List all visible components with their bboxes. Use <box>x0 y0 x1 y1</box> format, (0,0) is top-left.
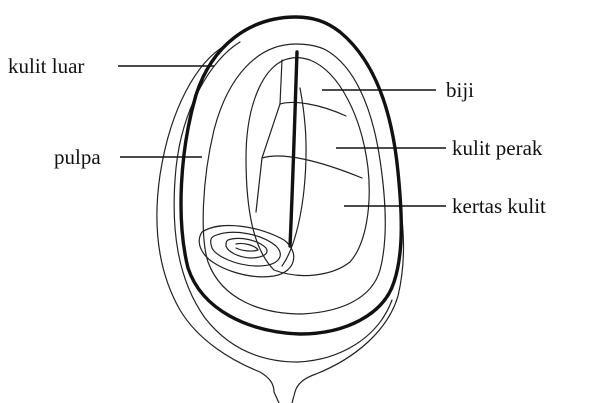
label-kertas-kulit: kertas kulit <box>452 194 546 218</box>
label-kulit-luar: kulit luar <box>8 54 84 78</box>
label-biji: biji <box>446 78 474 102</box>
label-kulit-perak: kulit perak <box>452 136 543 160</box>
label-pulpa: pulpa <box>54 145 101 169</box>
